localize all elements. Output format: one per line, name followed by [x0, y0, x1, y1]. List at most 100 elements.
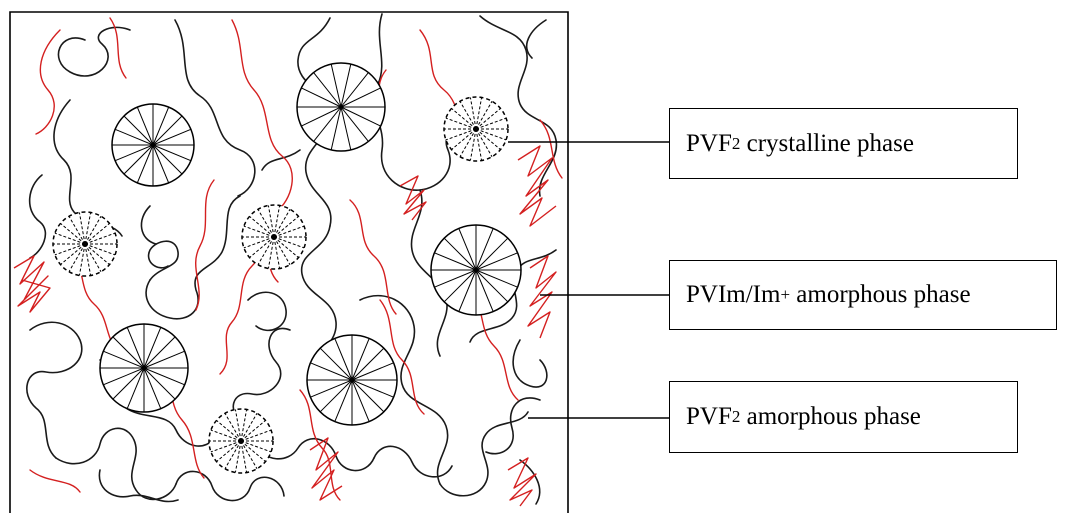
spherulite-lamella — [216, 420, 242, 442]
spherulite-lamella — [84, 223, 110, 245]
spherulite-lamella — [103, 350, 145, 369]
spherulite-lamella — [249, 216, 275, 238]
spherulite-lamella — [143, 367, 162, 409]
spherulite-lamella — [340, 63, 352, 108]
spherulite-lamella — [301, 106, 342, 127]
spherulite-lamella — [240, 429, 272, 442]
spherulite-lamella — [123, 144, 154, 175]
spherulite-lamella — [273, 236, 291, 265]
spherulite-lamella — [273, 225, 305, 238]
spherulite-lamella — [273, 205, 281, 238]
spherulite-lamella — [84, 243, 110, 265]
spherulite-lamella — [351, 362, 394, 381]
spherulite-lamella — [78, 212, 86, 245]
spherulite-lamella — [84, 243, 92, 276]
spherulite-lamella — [319, 347, 353, 381]
specimen-frame — [9, 11, 569, 513]
spherulite-lamella — [60, 223, 86, 245]
spherulite-lamella — [68, 243, 86, 272]
spherulite-lamella — [475, 237, 509, 271]
spherulite-lamella — [434, 252, 477, 271]
spherulite-lamella — [103, 367, 145, 386]
spherulite-lamella — [334, 379, 353, 422]
label-rest: crystalline phase — [740, 129, 914, 157]
spherulite-lamella — [330, 106, 342, 151]
label-main: PVIm/Im — [686, 281, 781, 308]
spherulite-lamella — [224, 440, 242, 469]
spherulite-lamella — [84, 243, 116, 256]
spherulite-lamella — [240, 409, 248, 442]
spherulite-lamella — [240, 440, 248, 473]
spherulite-lamella — [458, 228, 477, 271]
spherulite-lamella — [152, 144, 192, 162]
spherulite-lamella — [469, 97, 477, 130]
spherulite-lamella — [143, 367, 185, 386]
spherulite — [241, 204, 307, 270]
spherulite-lamella — [334, 338, 353, 381]
label-subscript: 2 — [731, 407, 741, 426]
spherulite-lamella — [123, 115, 154, 146]
spherulite-lamella — [443, 269, 477, 303]
spherulite-lamella — [340, 106, 381, 127]
spherulite-lamella — [443, 237, 477, 271]
spherulite-lamella — [114, 128, 154, 146]
spherulite-lamella — [330, 63, 342, 108]
spherulite-lamella — [240, 420, 266, 442]
leader-lines — [508, 141, 669, 419]
spherulite — [430, 224, 522, 316]
spherulite-lamella — [84, 232, 116, 245]
spherulite-lamella — [126, 367, 145, 409]
spherulite-lamella — [475, 128, 483, 161]
spherulite-lamella — [313, 106, 342, 142]
spherulite-lamella — [152, 144, 183, 175]
spherulite-lamella — [84, 216, 102, 245]
spherulite-lamella — [351, 379, 370, 422]
spherulite-lamella — [126, 327, 145, 369]
spherulite-lamella — [475, 269, 509, 303]
spherulite-lamella — [475, 269, 494, 312]
spherulite-lamella — [234, 440, 242, 473]
spherulite-lamella — [351, 338, 370, 381]
spherulite-lamella — [240, 413, 258, 442]
spherulite-lamella — [78, 243, 86, 276]
spherulite-lamella — [310, 362, 353, 381]
spherulite-lamella — [84, 212, 92, 245]
spherulites — [52, 62, 522, 474]
label-main: PVF — [686, 403, 732, 430]
spherulite-lamella — [152, 106, 170, 146]
spherulite-lamella — [143, 327, 162, 369]
spherulite-lamella — [273, 216, 299, 238]
spherulite-lamella — [243, 225, 275, 238]
spherulite-lamella — [310, 379, 353, 398]
label-rest: amorphous phase — [740, 403, 921, 430]
spherulite-lamella — [152, 144, 170, 184]
spherulite-lamella — [475, 269, 518, 288]
label-pvim-amorphous-phase: PVIm/Im+ amorphous phase — [669, 260, 1057, 330]
spherulite-lamella — [234, 409, 242, 442]
spherulite-lamella — [112, 336, 145, 369]
spherulite-lamella — [475, 128, 507, 141]
spherulite-lamella — [469, 128, 477, 161]
spherulite-lamella — [319, 379, 353, 413]
spherulite-lamella — [273, 236, 299, 258]
label-subscript: 2 — [731, 133, 741, 153]
spherulite — [296, 62, 386, 152]
label-superscript: + — [780, 285, 791, 304]
spherulite-lamella — [475, 101, 493, 130]
spherulite-lamella — [60, 243, 86, 265]
spherulite-lamella — [210, 429, 242, 442]
spherulite-lamella — [475, 108, 501, 130]
spherulite-lamella — [340, 87, 381, 108]
spherulite-lamella — [267, 205, 275, 238]
spherulite-lamella — [475, 97, 483, 130]
spherulite — [443, 96, 509, 162]
spherulite-lamella — [68, 216, 86, 245]
spherulite-lamella — [257, 236, 275, 265]
spherulite-lamella — [143, 367, 176, 400]
red-entangled-clusters — [13, 145, 557, 507]
spherulite — [111, 103, 195, 187]
spherulite-lamella — [240, 440, 272, 453]
label-rest: amorphous phase — [790, 281, 971, 308]
spherulite — [52, 211, 118, 277]
